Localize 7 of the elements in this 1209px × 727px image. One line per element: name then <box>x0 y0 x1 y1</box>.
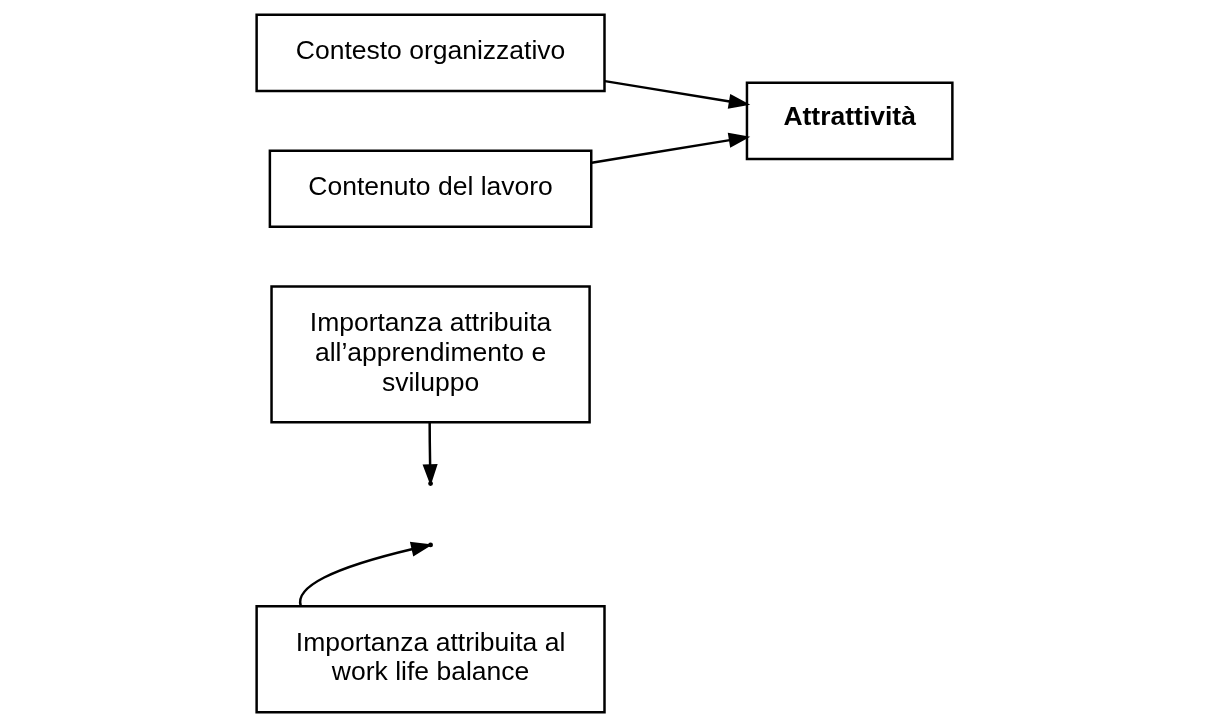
node-box: Importanza attribuita all’apprendimento e sviluppo <box>270 285 591 424</box>
arrow <box>604 79 751 109</box>
arrow <box>591 132 751 164</box>
node-box: Contenuto del lavoro <box>268 149 593 229</box>
node-box: Attrattività <box>745 81 954 161</box>
node-box: Contesto organizzativo <box>255 13 606 93</box>
node-box: Importanza attribuita al work life balance <box>255 604 606 714</box>
